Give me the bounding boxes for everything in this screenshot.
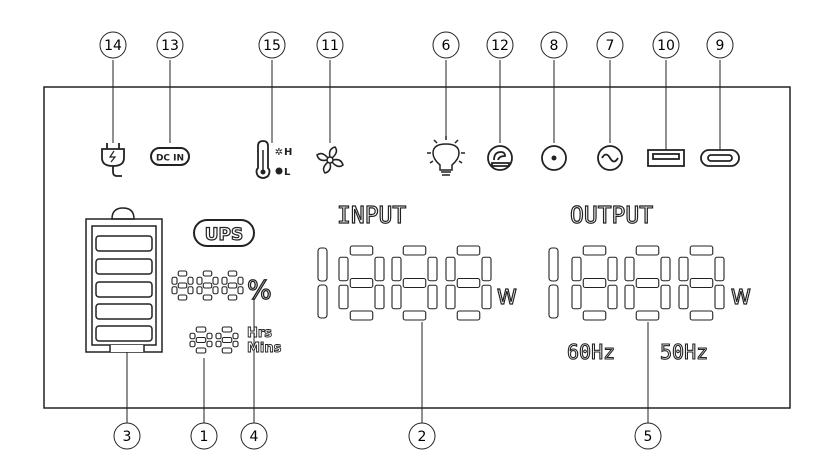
input-digit-4 [445,245,492,321]
input-digit-1 [317,247,328,319]
callout-6-label: 6 [442,38,451,54]
output-digit-2 [571,245,618,321]
output-watt-unit: W [731,285,751,309]
temperature-icon: ✲ H L [255,140,292,179]
usb-c-icon [700,149,740,167]
battery-icon [85,207,163,353]
dc-in-icon: DC IN [150,147,190,166]
output-label: OUTPUT [570,203,653,229]
callout-15-label: 15 [263,38,281,54]
output-digit-1 [548,247,559,319]
dot-icon [275,167,283,175]
callout-4-label: 4 [250,429,259,445]
light-bulb-icon [427,136,465,176]
remaining-time-digits [189,326,239,354]
callout-3-label: 3 [123,429,132,445]
callout-11 [316,31,344,59]
callout-2 [408,422,436,450]
callout-14 [99,31,127,59]
dc-in-label: DC IN [156,154,184,164]
wireless-charging-icon [487,145,513,171]
callout-11-label: 11 [321,38,339,54]
callout-15 [258,31,286,59]
callout-5 [634,422,662,450]
time-digit-2 [215,326,239,354]
callout-12-label: 12 [491,38,509,54]
output-digit-4 [678,245,725,321]
callouts-bottom: 3 1 4 2 5 [113,422,662,450]
input-watt-digits [317,245,492,321]
callout-3 [113,422,141,450]
usb-a-icon [647,149,685,167]
callouts-top: 14 13 15 11 6 12 8 7 10 9 [99,31,734,59]
callout-10 [652,31,680,59]
leader-lines-bottom [126,298,649,424]
callout-7 [596,31,624,59]
temp-low-label: L [284,167,291,178]
freq-60-label: 60Hz [567,340,615,364]
callout-2-label: 2 [418,429,427,445]
ups-badge: UPS [193,219,255,247]
output-digit-3 [624,245,671,321]
percent-digit-2 [196,270,219,301]
freq-50-label: 50Hz [660,340,708,364]
time-digit-1 [189,326,213,354]
callout-13-label: 13 [161,38,179,54]
input-watt-unit: W [497,285,517,309]
car-outlet-icon [541,145,567,171]
plug-icon [101,143,125,177]
input-label: INPUT [337,203,406,229]
callout-13 [156,31,184,59]
callout-5-label: 5 [644,429,653,445]
output-watt-digits [548,245,725,321]
ups-label: UPS [205,225,244,245]
sun-icon: ✲ [275,147,283,158]
hrs-unit: Hrs [247,326,272,341]
percent-digit-1 [171,270,194,301]
callout-10-label: 10 [657,38,675,54]
callout-1-label: 1 [200,429,209,445]
leader-lines-top [112,60,721,150]
callout-6 [432,31,460,59]
percent-digit-3 [221,270,244,301]
callout-12 [486,31,514,59]
mins-unit: Mins [247,341,282,356]
callout-1 [190,422,218,450]
callout-8-label: 8 [550,38,559,54]
callout-8 [540,31,568,59]
callout-4 [240,422,268,450]
callout-9-label: 9 [716,38,725,54]
callout-7-label: 7 [606,38,615,54]
callout-9 [706,31,734,59]
input-digit-2 [338,245,385,321]
battery-percent-digits [171,270,244,301]
callout-14-label: 14 [104,38,122,54]
fan-icon [316,146,344,174]
ac-output-icon [597,145,623,171]
input-digit-3 [391,245,438,321]
lcd-frame [43,86,791,409]
percent-unit: % [247,276,272,306]
temp-high-label: H [284,147,292,158]
